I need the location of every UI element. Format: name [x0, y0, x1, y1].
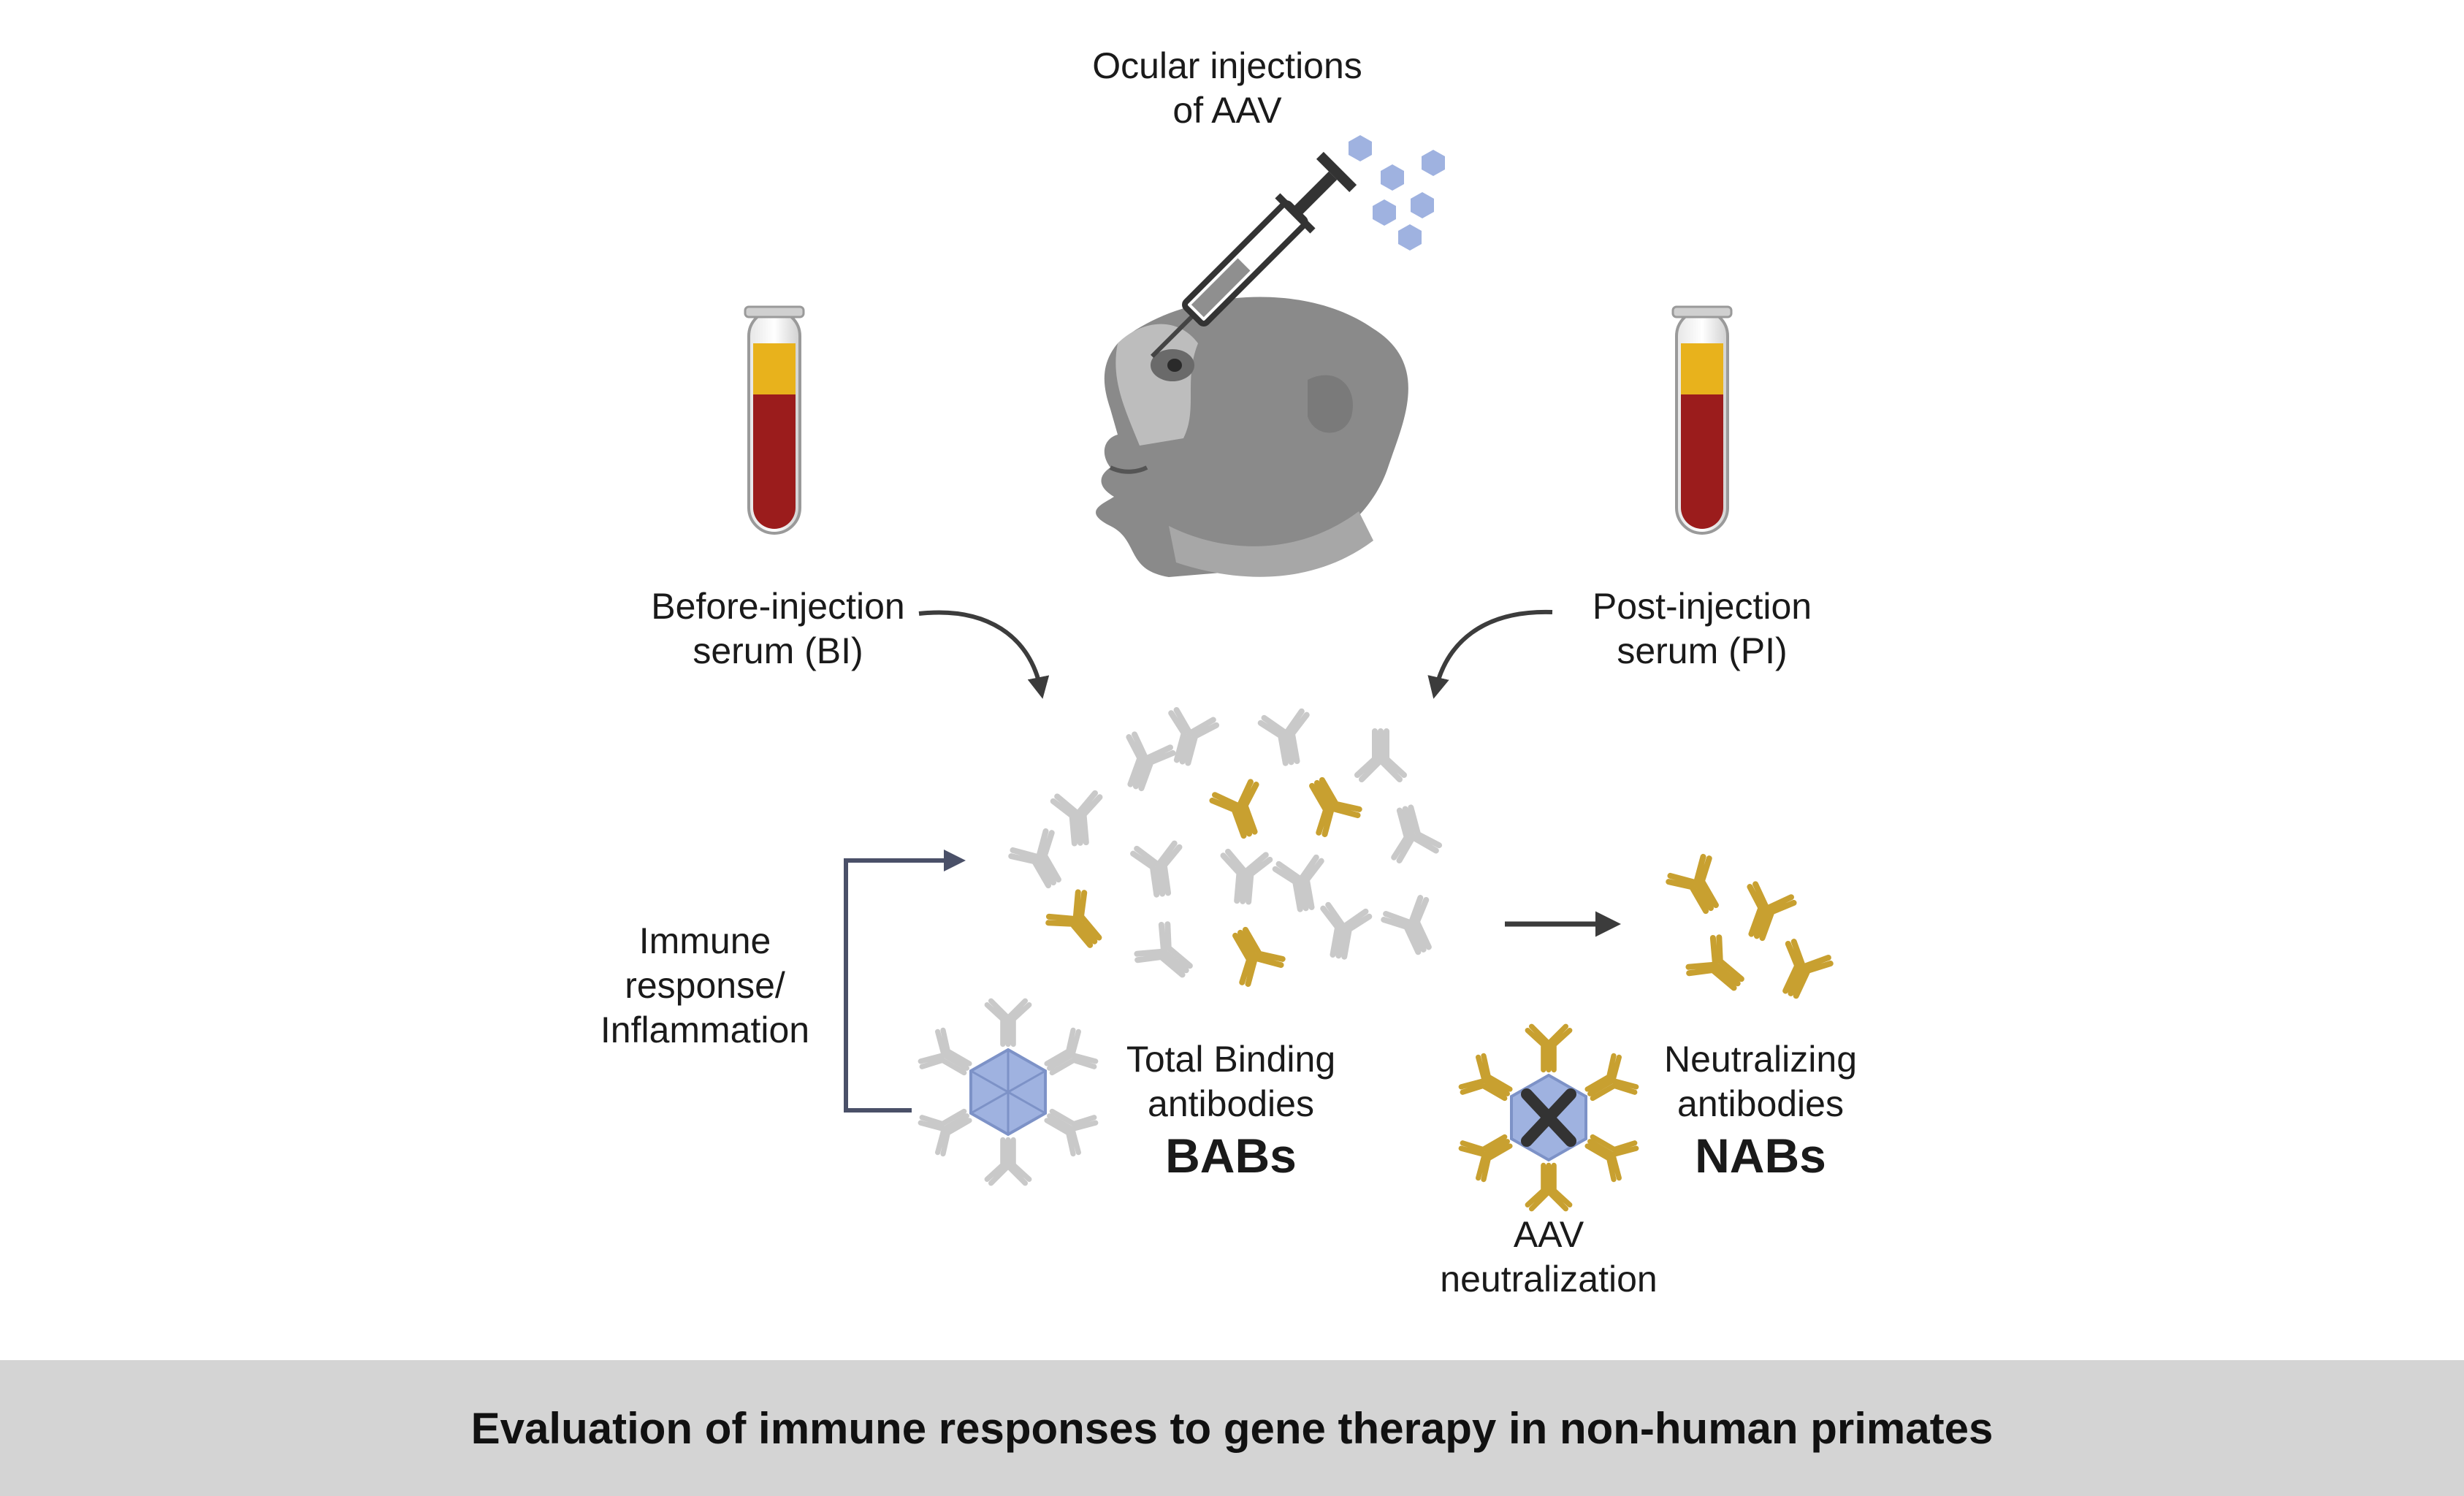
- blood-tube-before-icon: [744, 305, 805, 535]
- label-total-line2: antibodies: [1148, 1083, 1314, 1124]
- caption-bar: Evaluation of immune responses to gene t…: [0, 1360, 2464, 1496]
- label-immune-response: Immune response/ Inflammation: [577, 919, 833, 1053]
- label-before-line2: serum (BI): [693, 630, 863, 671]
- neutralizing-antibody-group: [1666, 853, 1834, 999]
- caption-text: Evaluation of immune responses to gene t…: [470, 1403, 1994, 1453]
- virus-bab-icon: [918, 998, 1099, 1186]
- antibody-icon: [1354, 728, 1407, 782]
- antibody-icon: [1209, 779, 1259, 839]
- monkey-head-illustration: [1096, 297, 1408, 577]
- antibody-icon: [1044, 1108, 1099, 1157]
- label-total-line1: Total Binding: [1126, 1039, 1336, 1080]
- arrow-before-to-antibodies: [918, 610, 1050, 699]
- antibody-icon: [1130, 840, 1183, 898]
- label-before-line1: Before-injection: [651, 586, 905, 627]
- label-neutral-line2: antibodies: [1677, 1083, 1844, 1124]
- antibody-icon: [1232, 926, 1286, 988]
- label-immune-line2: response/: [625, 965, 785, 1006]
- label-ocular-injections: Ocular injections of AAV: [1081, 44, 1373, 133]
- immune-response-bracket-arrow: [844, 850, 966, 1113]
- syringe-icon: [1150, 151, 1357, 359]
- label-post-serum: Post-injection serum (PI): [1549, 584, 1855, 673]
- label-before-serum: Before-injection serum (BI): [614, 584, 942, 673]
- antibody-icon: [1782, 939, 1834, 999]
- antibody-icon: [1458, 1053, 1513, 1102]
- label-immune-line3: Inflammation: [600, 1010, 810, 1050]
- label-aav-line1: AAV: [1513, 1214, 1584, 1255]
- antibody-icon: [1257, 708, 1310, 766]
- antibody-icon: [1008, 828, 1061, 889]
- antibody-icon: [1391, 804, 1443, 863]
- label-ocular-line1: Ocular injections: [1092, 45, 1362, 86]
- antibody-icon: [1220, 848, 1273, 905]
- antibody-icon: [1584, 1053, 1639, 1102]
- antibody-icon: [1044, 1027, 1099, 1076]
- antibody-icon: [1747, 881, 1797, 942]
- antibody-icon: [1458, 1134, 1513, 1183]
- label-neutralizing: Neutralizing antibodies NABs: [1614, 1037, 1907, 1186]
- antibody-icon: [1666, 853, 1719, 915]
- label-babs: BABs: [1165, 1129, 1297, 1183]
- antibody-icon: [1685, 934, 1744, 991]
- antibody-icon: [1381, 895, 1432, 955]
- antibody-icon: [984, 998, 1032, 1047]
- antibody-icon: [1320, 901, 1373, 960]
- label-immune-line1: Immune: [638, 920, 771, 961]
- arrow-post-to-antibodies: [1427, 609, 1553, 699]
- antibody-icon: [1126, 731, 1176, 792]
- antibody-icon: [1168, 707, 1220, 766]
- label-aav-neutralization: AAV neutralization: [1403, 1213, 1695, 1302]
- aav-particles-icon: [1349, 135, 1445, 251]
- label-total-binding: Total Binding antibodies BABs: [1085, 1037, 1377, 1186]
- label-nabs: NABs: [1695, 1129, 1826, 1183]
- antibody-icon: [1309, 776, 1362, 838]
- neutralized-x-icon: [1521, 1088, 1576, 1147]
- label-post-line1: Post-injection: [1592, 586, 1812, 627]
- antibody-icon: [1134, 921, 1193, 978]
- antibody-icon: [984, 1137, 1032, 1186]
- blood-tube-post-icon: [1671, 305, 1733, 535]
- antibody-icon: [1525, 1023, 1573, 1073]
- antibody-icon: [918, 1027, 972, 1076]
- antibody-icon: [1584, 1134, 1639, 1183]
- label-aav-line2: neutralization: [1440, 1259, 1658, 1300]
- label-ocular-line2: of AAV: [1172, 90, 1282, 131]
- antibody-icon: [1050, 790, 1103, 847]
- antibody-icon: [1272, 854, 1324, 912]
- antibody-cloud: [1008, 707, 1443, 988]
- virus-nab-icon: [1458, 1023, 1639, 1212]
- label-neutral-line1: Neutralizing: [1663, 1039, 1857, 1080]
- antibody-icon: [1525, 1162, 1573, 1212]
- antibody-icon: [918, 1108, 972, 1157]
- label-post-line2: serum (PI): [1617, 630, 1788, 671]
- antibody-icon: [1045, 889, 1102, 948]
